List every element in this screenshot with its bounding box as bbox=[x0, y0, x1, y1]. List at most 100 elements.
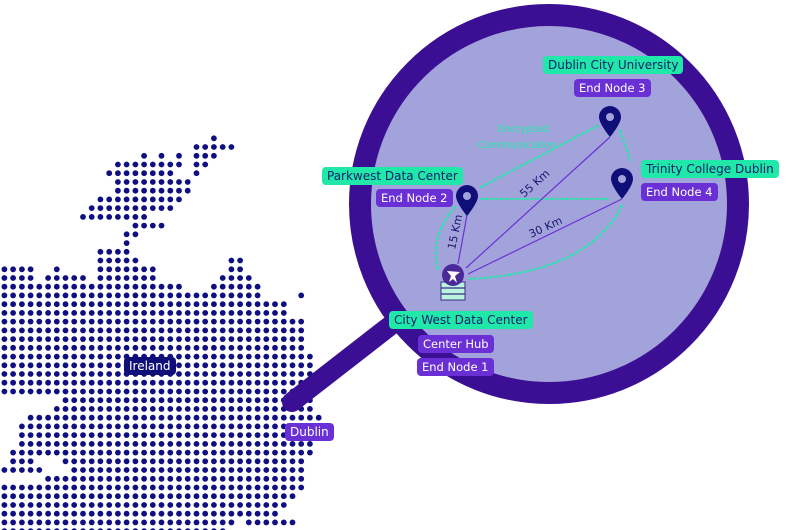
map-dot bbox=[158, 484, 165, 491]
map-dot bbox=[97, 344, 104, 351]
map-dot bbox=[88, 318, 95, 325]
map-dot bbox=[1, 371, 8, 377]
map-dot bbox=[97, 196, 104, 203]
map-dot bbox=[123, 327, 130, 334]
map-dot bbox=[53, 344, 60, 351]
map-dot bbox=[71, 432, 78, 438]
map-dot bbox=[167, 301, 174, 308]
map-dot bbox=[88, 493, 95, 500]
map-dot bbox=[254, 414, 261, 421]
map-dot bbox=[123, 432, 130, 438]
map-dot bbox=[219, 292, 226, 299]
map-dot bbox=[88, 214, 95, 220]
map-dot bbox=[53, 283, 60, 290]
map-dot bbox=[132, 502, 139, 508]
map-dot bbox=[280, 502, 287, 508]
map-dot bbox=[132, 266, 139, 273]
node3-role: End Node 3 bbox=[574, 79, 651, 97]
map-dot bbox=[193, 336, 200, 342]
map-dot bbox=[184, 187, 191, 194]
map-dot bbox=[245, 283, 252, 290]
map-dot bbox=[10, 275, 16, 281]
map-dot bbox=[123, 493, 130, 500]
map-dot bbox=[202, 362, 209, 369]
map-dot bbox=[10, 362, 16, 369]
map-dot bbox=[184, 362, 191, 369]
map-dot bbox=[254, 467, 261, 473]
map-dot bbox=[27, 301, 34, 308]
map-dot bbox=[184, 353, 191, 360]
map-dot bbox=[123, 187, 130, 194]
map-dot bbox=[202, 432, 209, 438]
map-dot bbox=[176, 344, 182, 351]
map-dot bbox=[106, 388, 113, 395]
map-dot bbox=[71, 388, 78, 395]
map-dot bbox=[167, 519, 174, 526]
map-dot bbox=[19, 388, 25, 395]
map-dot bbox=[1, 283, 8, 290]
map-dot bbox=[245, 423, 252, 430]
map-dot bbox=[280, 475, 287, 482]
map-dot bbox=[254, 371, 261, 377]
map-dot bbox=[167, 449, 174, 456]
map-dot bbox=[141, 458, 148, 465]
map-dot bbox=[45, 475, 51, 482]
map-dot bbox=[106, 397, 113, 404]
map-dot bbox=[219, 353, 226, 360]
map-dot bbox=[80, 441, 86, 447]
map-dot bbox=[1, 344, 8, 351]
magnifier-handle bbox=[282, 312, 405, 412]
map-dot bbox=[97, 257, 104, 264]
map-dot bbox=[132, 423, 139, 430]
map-dot bbox=[88, 475, 95, 482]
map-dot bbox=[141, 475, 148, 482]
map-dot bbox=[211, 371, 217, 377]
map-dot bbox=[211, 327, 217, 334]
map-dot bbox=[272, 423, 278, 430]
map-dot bbox=[132, 318, 139, 325]
map-dot bbox=[228, 266, 235, 273]
map-dot bbox=[158, 152, 165, 159]
map-dot bbox=[123, 467, 130, 473]
map-dot bbox=[115, 502, 121, 508]
map-dot bbox=[272, 493, 278, 500]
map-dot bbox=[62, 441, 69, 447]
map-dot bbox=[27, 414, 34, 421]
map-dot bbox=[237, 510, 244, 517]
map-dot bbox=[280, 310, 287, 316]
map-dot bbox=[88, 510, 95, 517]
map-dot bbox=[254, 362, 261, 369]
map-dot bbox=[272, 379, 278, 386]
map-dot bbox=[62, 519, 69, 526]
map-dot bbox=[193, 371, 200, 377]
map-dot bbox=[219, 510, 226, 517]
map-dot bbox=[176, 493, 182, 500]
encrypted-links bbox=[434, 124, 632, 281]
map-dot bbox=[298, 344, 305, 351]
map-dot bbox=[80, 327, 86, 334]
map-dot bbox=[228, 388, 235, 395]
map-dot bbox=[106, 310, 113, 316]
map-dot bbox=[27, 327, 34, 334]
map-dot bbox=[272, 467, 278, 473]
map-dot bbox=[88, 336, 95, 342]
map-dot bbox=[62, 423, 69, 430]
map-dot bbox=[211, 301, 217, 308]
map-dot bbox=[132, 475, 139, 482]
map-dot bbox=[307, 414, 313, 421]
map-dot bbox=[202, 310, 209, 316]
map-dot bbox=[184, 371, 191, 377]
map-dot bbox=[167, 179, 174, 185]
map-dot bbox=[115, 379, 121, 386]
map-dot bbox=[167, 406, 174, 412]
map-dot bbox=[219, 484, 226, 491]
hub-role-node1: End Node 1 bbox=[417, 358, 494, 376]
map-dot bbox=[176, 152, 182, 159]
map-dot bbox=[237, 475, 244, 482]
map-dot bbox=[289, 484, 296, 491]
map-dot bbox=[141, 502, 148, 508]
map-dot bbox=[228, 275, 235, 281]
map-dot bbox=[176, 441, 182, 447]
map-dot bbox=[80, 432, 86, 438]
map-dot bbox=[167, 170, 174, 177]
